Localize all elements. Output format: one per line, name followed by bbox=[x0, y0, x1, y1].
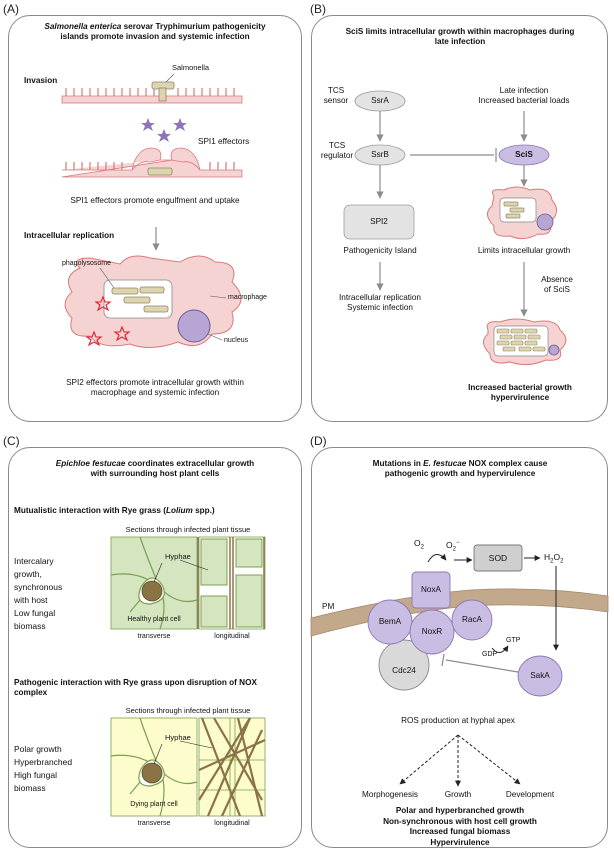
spi2-caption: SPI2 effectors promote intracellular gro… bbox=[66, 378, 244, 397]
gdp-label: GDP bbox=[482, 651, 498, 658]
healthy-cell-label: Healthy plant cell bbox=[127, 616, 181, 623]
mutualistic-heading: Mutualistic interaction with Rye grass (… bbox=[14, 506, 215, 515]
sections-label-1: Sections through infected plant tissue bbox=[125, 525, 251, 534]
transverse-label-1: transverse bbox=[137, 633, 171, 640]
ros-label: ROS production at hyphal apex bbox=[401, 716, 515, 725]
panel-d-title: Mutations in E. festucae NOX complex cau… bbox=[372, 459, 548, 478]
limits-growth-label: Limits intracellular growth bbox=[477, 246, 571, 255]
intracellular-heading: Intracellular replication bbox=[24, 231, 115, 240]
transverse-label-2: transverse bbox=[137, 820, 171, 827]
noxr-label: NoxR bbox=[421, 627, 443, 636]
superoxide-label: O2− bbox=[446, 539, 460, 553]
longitudinal-label-1: longitudinal bbox=[214, 633, 250, 640]
nucleus bbox=[177, 309, 211, 343]
noxa-label: NoxA bbox=[420, 585, 442, 594]
longitudinal-label-2: longitudinal bbox=[214, 820, 250, 827]
panel-c-title: Epichloe festucae coordinates extracellu… bbox=[55, 459, 255, 478]
spi1-effectors-label: SPI1 effectors bbox=[198, 137, 250, 146]
invasion-heading: Invasion bbox=[24, 76, 58, 85]
pathogenic-description: Polar growth Hyperbranched High fungal b… bbox=[14, 744, 73, 793]
pathogenic-heading: Pathogenic interaction with Rye grass up… bbox=[14, 678, 257, 697]
hyphae-label-2: Hyphae bbox=[165, 733, 191, 742]
pathogenicity-island-label: Pathogenicity Island bbox=[343, 246, 417, 255]
sections-label-2: Sections through infected plant tissue bbox=[125, 706, 251, 715]
phagolysosome-label: phagolysosome bbox=[62, 260, 112, 267]
host-membrane-engulfing bbox=[61, 147, 243, 178]
morphogenesis-label: Morphogenesis bbox=[362, 790, 418, 799]
salmonella-needle bbox=[158, 87, 167, 102]
growth-label: Growth bbox=[444, 790, 472, 799]
scis-label: SciS bbox=[515, 150, 533, 159]
hypha-cross-section-2 bbox=[141, 762, 163, 784]
spi2-node bbox=[343, 204, 415, 240]
noxa-node bbox=[411, 571, 451, 609]
noxr-node bbox=[409, 609, 455, 655]
panel-d-outcome: Polar and hyperbranched growth Non-synch… bbox=[383, 806, 537, 847]
cdc24-label: Cdc24 bbox=[392, 666, 416, 675]
panel-d-letter: (D) bbox=[310, 434, 327, 448]
panel-c-letter: (C) bbox=[3, 434, 20, 448]
gtp-label: GTP bbox=[506, 637, 521, 644]
panel-b-title: SciS limits intracellular growth within … bbox=[345, 27, 575, 46]
o2-label: O2 bbox=[414, 538, 424, 551]
spi2-label: SPI2 bbox=[370, 217, 388, 226]
macrophage-label: macrophage bbox=[228, 294, 267, 301]
nucleus-label: nucleus bbox=[224, 337, 249, 344]
pm-label: PM bbox=[322, 602, 335, 611]
development-label: Development bbox=[505, 790, 555, 799]
panel-b-letter: (B) bbox=[310, 2, 326, 16]
panel-a-letter: (A) bbox=[3, 2, 19, 16]
ssra-label: SsrA bbox=[371, 96, 389, 105]
spi1-effector-stars bbox=[141, 118, 187, 142]
spi1-caption: SPI1 effectors promote engulfment and up… bbox=[70, 196, 240, 205]
hyphae-label-1: Hyphae bbox=[165, 552, 191, 561]
raca-node bbox=[451, 599, 493, 641]
salmonella-label: Salmonella bbox=[172, 63, 210, 72]
hypha-cross-section-1 bbox=[141, 580, 163, 602]
raca-label: RacA bbox=[461, 615, 483, 624]
spi2-effector-stars bbox=[85, 295, 131, 347]
ssrb-label: SsrB bbox=[371, 150, 389, 159]
saka-label: SakA bbox=[530, 671, 550, 680]
dying-cell-label: Dying plant cell bbox=[130, 801, 178, 808]
panel-a-title: Salmonella enterica serovar Tryphimurium… bbox=[44, 22, 266, 41]
host-membrane-top bbox=[61, 88, 243, 104]
bema-label: BemA bbox=[378, 617, 402, 626]
cdc24-node bbox=[378, 639, 430, 691]
mutualistic-description: Intercalary growth, synchronous with hos… bbox=[14, 556, 63, 631]
sod-node bbox=[473, 544, 523, 572]
sod-label: SOD bbox=[488, 553, 508, 563]
saka-node bbox=[517, 655, 563, 697]
h2o2-label: H2O2 bbox=[544, 552, 564, 565]
longitudinal-section-dying bbox=[198, 717, 266, 817]
